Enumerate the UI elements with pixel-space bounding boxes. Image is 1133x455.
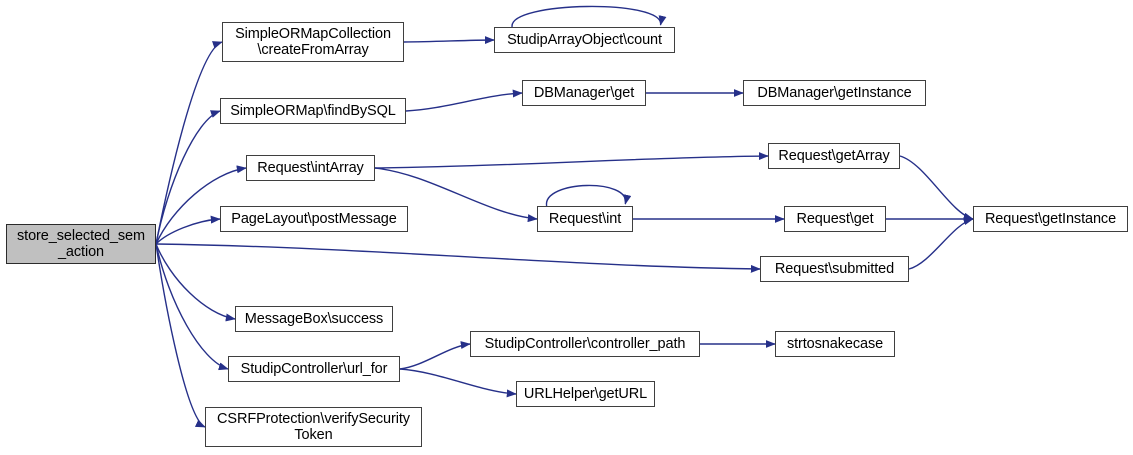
graph-node-label: Request\get [796,211,874,227]
graph-node-controllerPath[interactable]: StudipController\controller_path [470,331,700,357]
graph-node-label: MessageBox\success [244,311,384,327]
graph-node-label: Request\intArray [257,160,364,176]
edge-urlFor-to-getURL [399,368,517,398]
graph-node-label: PageLayout\postMessage [231,211,397,227]
edge-getArray-to-getInstance [899,155,974,221]
edge-intArray-to-getArray [374,152,769,169]
edge-urlFor-to-controllerPath [399,341,471,370]
graph-node-requestGet[interactable]: Request\get [784,206,886,232]
graph-node-getURL[interactable]: URLHelper\getURL [516,381,655,407]
graph-node-getInstance[interactable]: Request\getInstance [973,206,1128,232]
edge-root-to-urlFor [155,243,229,371]
graph-node-dbmanagerInst[interactable]: DBManager\getInstance [743,80,926,106]
edge-intArray-to-requestInt [374,167,538,223]
graph-node-submitted[interactable]: Request\submitted [760,256,909,282]
graph-node-dbmanagerGet[interactable]: DBManager\get [522,80,646,106]
graph-node-findBySQL[interactable]: SimpleORMap\findBySQL [220,98,406,124]
graph-node-count[interactable]: StudipArrayObject\count [494,27,675,53]
edge-root-to-findBySQL [155,110,221,245]
graph-node-label: StudipController\url_for [240,361,388,377]
edge-root-to-submitted [155,243,761,273]
edge-findBySQL-to-dbmanagerGet [405,89,523,112]
edge-root-to-postMessage [155,215,221,245]
edge-requestInt-to-requestInt [545,184,632,207]
edge-root-to-createFromArray [155,41,223,245]
graph-node-createFromArray[interactable]: SimpleORMapCollection \createFromArray [222,22,404,62]
edge-root-to-csrf [155,243,206,428]
graph-node-intArray[interactable]: Request\intArray [246,155,375,181]
graph-node-label: store_selected_sem _action [17,228,145,260]
graph-node-label: DBManager\getInstance [757,85,912,101]
edge-submitted-to-getInstance [908,217,974,270]
graph-node-label: SimpleORMap\findBySQL [230,103,396,119]
graph-node-label: CSRFProtection\verifySecurity Token [217,411,410,443]
graph-node-label: StudipController\controller_path [484,336,686,352]
graph-node-label: DBManager\get [533,85,635,101]
graph-node-getArray[interactable]: Request\getArray [768,143,900,169]
graph-node-root[interactable]: store_selected_sem _action [6,224,156,264]
graph-node-postMessage[interactable]: PageLayout\postMessage [220,206,408,232]
graph-node-label: URLHelper\getURL [523,386,648,402]
edge-createFromArray-to-count [403,36,495,45]
graph-node-urlFor[interactable]: StudipController\url_for [228,356,400,382]
edge-root-to-intArray [155,165,247,245]
graph-node-csrf[interactable]: CSRFProtection\verifySecurity Token [205,407,422,447]
graph-node-msgSuccess[interactable]: MessageBox\success [235,306,393,332]
graph-node-label: StudipArrayObject\count [507,32,662,48]
graph-node-label: Request\getArray [778,148,890,164]
graph-node-label: strtosnakecase [786,336,884,352]
graph-node-strtosnakecase[interactable]: strtosnakecase [775,331,895,357]
edge-count-to-count [511,5,667,28]
edge-root-to-msgSuccess [155,243,236,322]
graph-node-label: SimpleORMapCollection \createFromArray [235,26,391,58]
graph-node-label: Request\int [548,211,622,227]
graph-node-label: Request\getInstance [984,211,1117,227]
graph-node-label: Request\submitted [774,261,895,277]
graph-node-requestInt[interactable]: Request\int [537,206,633,232]
